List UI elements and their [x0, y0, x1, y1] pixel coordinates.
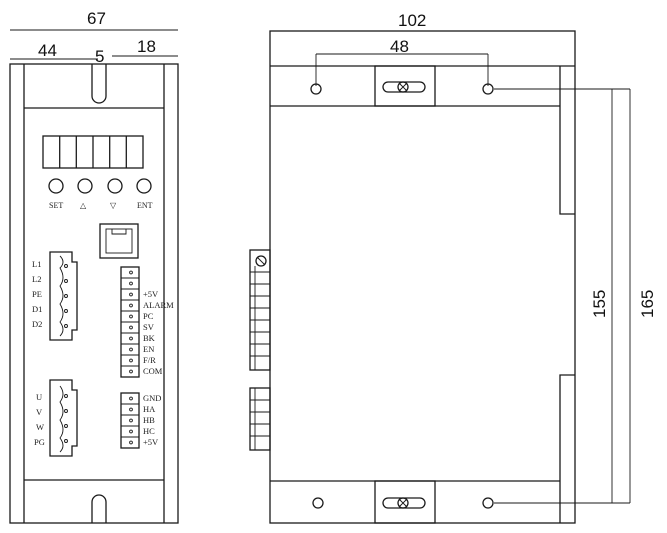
power-terminal-label-d1: D1	[32, 304, 42, 314]
front-slot-dimension: 5	[95, 47, 104, 66]
side-heatsink-step-bottom	[559, 374, 575, 523]
display-digit-dividers	[59, 136, 127, 168]
side-bottom-slot-icon	[382, 497, 426, 509]
signal-label-pc: PC	[143, 311, 154, 321]
power-terminal-label-d2: D2	[32, 319, 42, 329]
side-bottom-bracket	[374, 480, 436, 524]
power-terminal-label-l1: L1	[32, 259, 41, 269]
front-outer-body	[9, 63, 179, 524]
motor-terminal-label-w: W	[36, 422, 44, 432]
power-terminal-block	[49, 251, 78, 341]
hall-label-hb: HB	[143, 415, 155, 425]
side-top-right-hole	[482, 83, 494, 95]
side-lower-connector	[249, 387, 271, 451]
front-bottom-mount-slot	[91, 494, 107, 523]
hall-label-5v: +5V	[143, 437, 159, 447]
up-button-label: △	[80, 201, 87, 210]
front-right-offset-dimension: 18	[137, 37, 156, 56]
motor-terminal-label-v: V	[36, 407, 43, 417]
signal-label-alarm: ALARM	[143, 300, 174, 310]
side-top-bracket	[374, 65, 436, 107]
signal-label-fr: F/R	[143, 355, 156, 365]
signal-label-bk: BK	[143, 333, 156, 343]
set-button-label: SET	[49, 201, 63, 210]
side-heatsink-step-top	[559, 66, 575, 215]
signal-label-sv: SV	[143, 322, 155, 332]
set-button[interactable]	[48, 178, 64, 194]
hall-label-gnd: GND	[143, 393, 161, 403]
front-top-mount-slot	[91, 64, 107, 104]
up-button[interactable]	[77, 178, 93, 194]
power-terminal-label-l2: L2	[32, 274, 41, 284]
side-bottom-left-hole	[312, 497, 324, 509]
side-top-left-hole	[310, 83, 322, 95]
hall-terminal-strip	[120, 392, 140, 449]
motor-terminal-label-pg: PG	[34, 437, 45, 447]
signal-terminal-strip	[120, 266, 140, 378]
side-outer-height-dimension: 165	[638, 290, 657, 318]
side-top-slot-icon	[382, 81, 426, 93]
front-width-dimension: 67	[87, 9, 106, 28]
signal-label-5v: +5V	[143, 289, 159, 299]
ent-button-label: ENT	[137, 201, 153, 210]
rj45-port-inner	[105, 228, 133, 254]
rj45-latch	[111, 229, 127, 235]
side-outer-body	[269, 30, 576, 524]
side-width-dimension: 102	[398, 11, 426, 30]
ent-button[interactable]	[136, 178, 152, 194]
signal-label-en: EN	[143, 344, 154, 354]
side-bottom-right-hole	[482, 497, 494, 509]
down-button-label: ▽	[110, 201, 117, 210]
hall-label-ha: HA	[143, 404, 156, 414]
side-inner-height-dimension: 155	[590, 290, 609, 318]
hall-label-hc: HC	[143, 426, 155, 436]
motor-terminal-block	[49, 379, 78, 457]
side-hole-spacing-dimension: 48	[390, 37, 409, 56]
rj45-port	[99, 223, 139, 259]
down-button[interactable]	[107, 178, 123, 194]
power-terminal-label-pe: PE	[32, 289, 42, 299]
side-upper-connector	[249, 249, 271, 371]
front-left-offset-dimension: 44	[38, 41, 57, 60]
signal-label-com: COM	[143, 366, 163, 376]
motor-terminal-label-u: U	[36, 392, 42, 402]
